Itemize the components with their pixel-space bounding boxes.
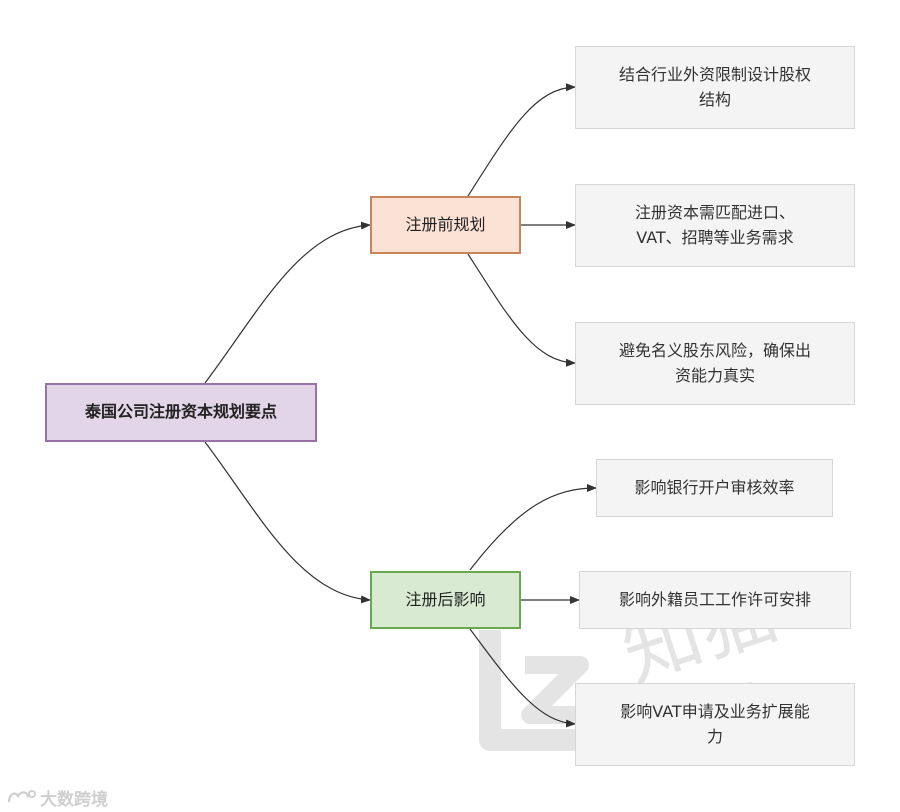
logo-text: 大数跨境 — [40, 789, 108, 810]
edge-root-to-pre — [204, 221, 371, 384]
leaf-line: 注册资本需匹配进口、 — [634, 202, 795, 222]
leaf-node: 影响外籍员工工作许可安排 — [579, 571, 851, 629]
dashuju-logo-icon — [7, 790, 36, 803]
edge-pre-to-leaf-3 — [467, 253, 576, 367]
root-node: 泰国公司注册资本规划要点 — [45, 383, 317, 442]
leaf-line: 影响外籍员工工作许可安排 — [618, 589, 811, 609]
leaf-line: 避免名义股东风险，确保出 — [618, 340, 811, 360]
dashuju-logo: 大数跨境 — [6, 786, 108, 810]
edge-root-to-post — [204, 441, 371, 604]
leaf-node: 影响银行开户审核效率 — [596, 459, 833, 517]
leaf-line: 影响VAT申请及业务扩展能 — [620, 701, 810, 721]
leaf-line: 结合行业外资限制设计股权 — [618, 64, 811, 84]
branch-label: 注册后影响 — [405, 589, 486, 609]
leaf-line: 力 — [706, 726, 723, 746]
edge-pre-to-leaf-1 — [467, 83, 576, 197]
leaf-line: 结构 — [698, 89, 731, 109]
edge-post-to-leaf-1 — [469, 484, 597, 571]
root-node-label: 泰国公司注册资本规划要点 — [84, 402, 277, 422]
branch-label: 注册前规划 — [405, 214, 486, 234]
branch-node-pre-registration: 注册前规划 — [370, 196, 521, 254]
edge-post-to-leaf-3 — [469, 628, 576, 728]
leaf-node: 结合行业外资限制设计股权 结构 — [575, 46, 855, 129]
branch-node-post-registration: 注册后影响 — [370, 571, 521, 629]
leaf-line: VAT、招聘等业务需求 — [636, 227, 794, 247]
leaf-node: 避免名义股东风险，确保出 资能力真实 — [575, 322, 855, 405]
leaf-node: 注册资本需匹配进口、 VAT、招聘等业务需求 — [575, 184, 855, 267]
leaf-node: 影响VAT申请及业务扩展能 力 — [575, 683, 855, 766]
leaf-line: 资能力真实 — [674, 365, 755, 385]
leaf-line: 影响银行开户审核效率 — [634, 477, 795, 497]
